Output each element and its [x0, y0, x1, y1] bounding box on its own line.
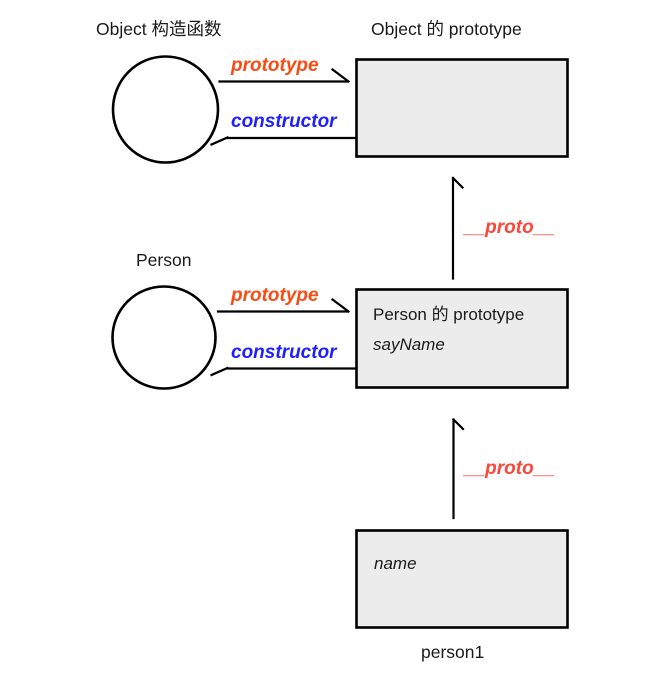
person1-proto-arrow	[451, 417, 465, 520]
person-prototype-arrow	[216, 297, 351, 314]
object-constructor-arrow	[210, 136, 358, 146]
person-prototype-box-title: Person 的 prototype	[373, 305, 525, 324]
person1-label: person1	[421, 642, 485, 662]
object-prototype-arrow	[218, 67, 351, 84]
person-constructor-arrow-label: constructor	[231, 342, 337, 363]
object-constructor-label: Object 构造函数	[96, 19, 222, 39]
person-label: Person	[136, 250, 192, 270]
person1-box	[355, 529, 569, 629]
object-proto-arrow-label: __proto__	[464, 217, 555, 238]
object-prototype-box	[355, 58, 569, 158]
person-prototype-sayname-member: sayName	[373, 335, 445, 354]
person-prototype-proto-arrow	[451, 176, 465, 280]
person1-name-member: name	[374, 554, 417, 573]
object-constructor-circle	[111, 55, 220, 164]
object-prototype-label: Object 的 prototype	[371, 19, 522, 39]
object-prototype-arrow-label: prototype	[231, 55, 319, 76]
person1-proto-arrow-label: __proto__	[464, 458, 555, 479]
person-constructor-circle	[111, 285, 217, 390]
object-constructor-arrow-label: constructor	[231, 111, 337, 132]
person-constructor-arrow	[210, 366, 358, 377]
person-prototype-box	[355, 288, 569, 389]
person-prototype-arrow-label: prototype	[231, 285, 319, 306]
